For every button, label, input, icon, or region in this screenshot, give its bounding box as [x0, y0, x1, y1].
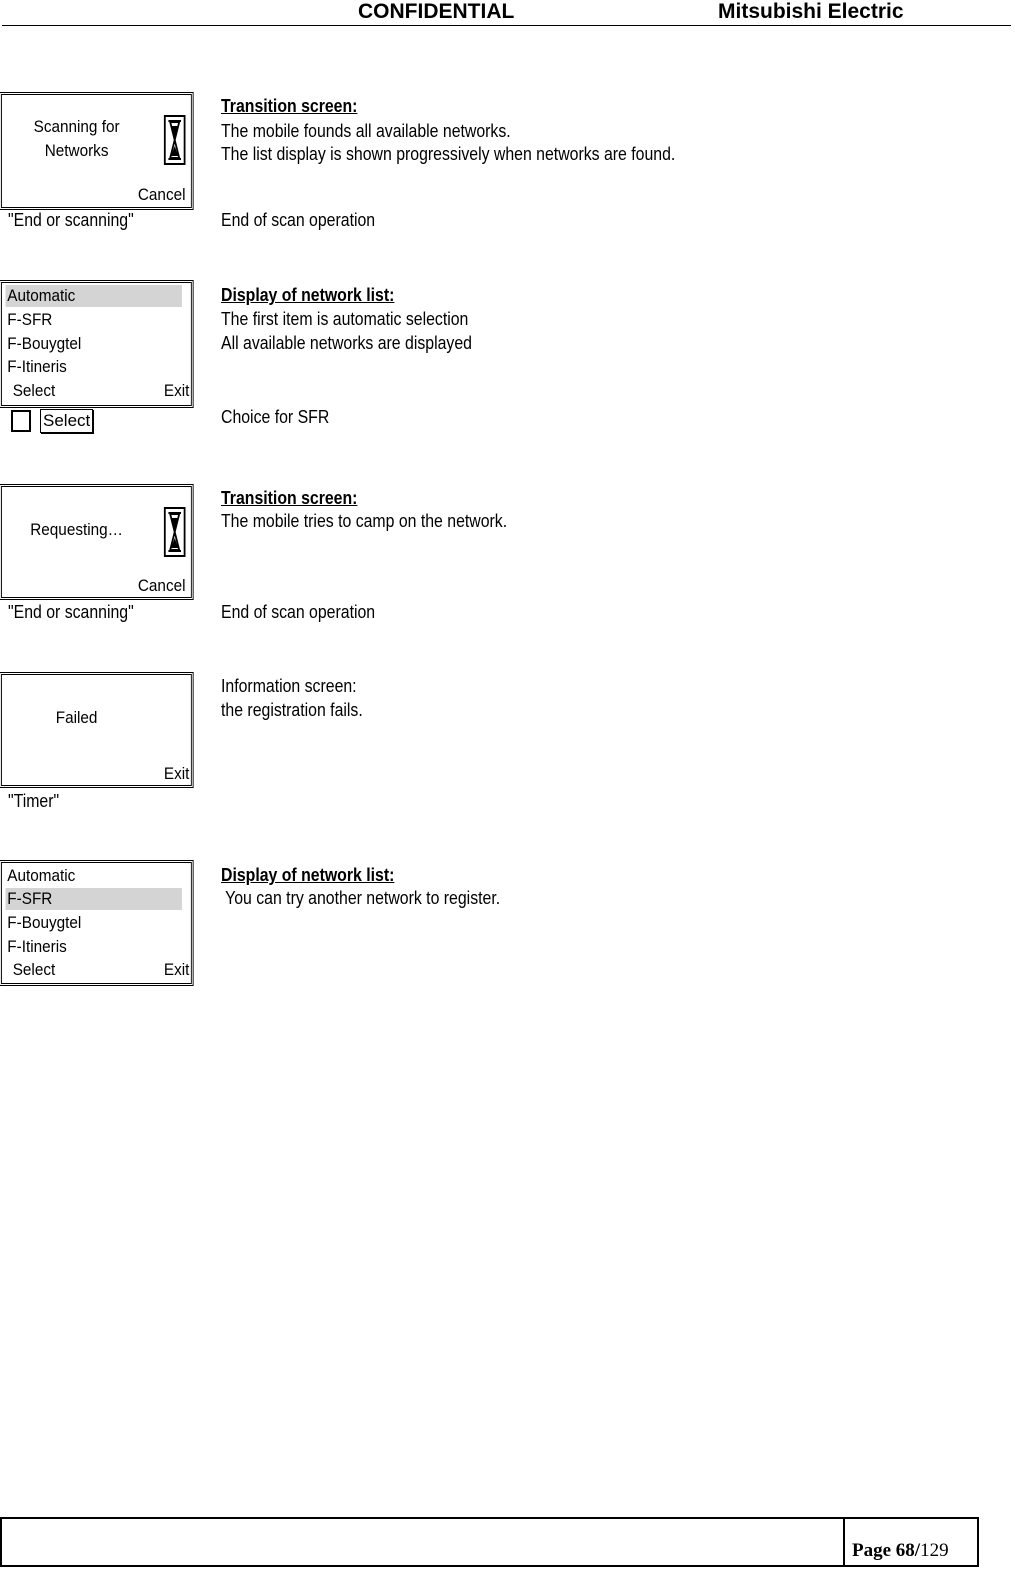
header-rule [2, 25, 1011, 26]
select-key-button[interactable]: Select [40, 409, 94, 433]
menu-item-automatic[interactable]: Automatic [5, 285, 182, 307]
step5-title: Display of network list: [221, 865, 395, 885]
softkey-cancel[interactable]: Cancel [137, 185, 186, 204]
screen-failed: Failed Exit [0, 672, 194, 788]
step1-line1: The mobile founds all available networks… [221, 121, 511, 141]
step1-trigger: "End or scanning" [8, 210, 134, 230]
screen-message: Requesting… [30, 520, 123, 539]
menu-item-f-itineris[interactable]: F-Itineris [7, 357, 67, 376]
menu-item-f-bouygtel[interactable]: F-Bouygtel [7, 334, 82, 353]
step4-title: Information screen: [221, 676, 357, 696]
menu-item-automatic[interactable]: Automatic [7, 866, 76, 885]
hourglass-icon [163, 507, 186, 557]
menu-item-f-sfr[interactable]: F-SFR [5, 888, 182, 910]
step2-title: Display of network list: [221, 285, 395, 305]
softkey-cancel[interactable]: Cancel [137, 576, 186, 595]
screen-network-list: Automatic F-SFR F-Bouygtel F-Itineris Se… [0, 280, 194, 408]
hourglass-icon [163, 115, 186, 165]
step3-title: Transition screen: [221, 488, 358, 508]
step1-line2: The list display is shown progressively … [221, 144, 676, 164]
softkey-exit[interactable]: Exit [163, 960, 190, 979]
softkey-exit[interactable]: Exit [163, 764, 190, 783]
step2-line1: The first item is automatic selection [221, 309, 469, 329]
screen-message: Scanning for Networks [33, 117, 120, 160]
page-number: Page 68/129 [852, 1540, 949, 1562]
menu-item-f-sfr[interactable]: F-SFR [7, 310, 53, 329]
step3-trigger: "End or scanning" [8, 602, 134, 622]
step2-line2: All available networks are displayed [221, 333, 472, 353]
footer-divider [843, 1517, 845, 1567]
screen-message: Failed [55, 708, 98, 727]
step3-line1: The mobile tries to camp on the network. [221, 511, 508, 531]
step1-title: Transition screen: [221, 96, 358, 116]
page-label: Page 68/ [852, 1540, 921, 1561]
header-company: Mitsubishi Electric [718, 0, 904, 23]
step4-trigger: "Timer" [8, 791, 60, 811]
screen-network-list-retry: Automatic F-SFR F-Bouygtel F-Itineris Se… [0, 860, 194, 986]
footer-box [0, 1517, 979, 1567]
softkey-select[interactable]: Select [12, 381, 56, 400]
menu-item-f-itineris[interactable]: F-Itineris [7, 937, 67, 956]
down-key-icon [11, 410, 31, 432]
step1-result: End of scan operation [221, 210, 376, 230]
screen-scanning: Scanning for Networks Cancel [0, 92, 194, 210]
softkey-exit[interactable]: Exit [163, 381, 190, 400]
header-confidential: CONFIDENTIAL [358, 0, 515, 23]
step3-result: End of scan operation [221, 602, 376, 622]
step4-line1: the registration fails. [221, 700, 363, 720]
screen-requesting: Requesting… Cancel [0, 484, 194, 600]
step5-line1: You can try another network to register. [221, 888, 501, 908]
menu-item-f-bouygtel[interactable]: F-Bouygtel [7, 913, 82, 932]
step2-result: Choice for SFR [221, 407, 330, 427]
page-total: 129 [920, 1540, 949, 1561]
softkey-select[interactable]: Select [12, 960, 56, 979]
